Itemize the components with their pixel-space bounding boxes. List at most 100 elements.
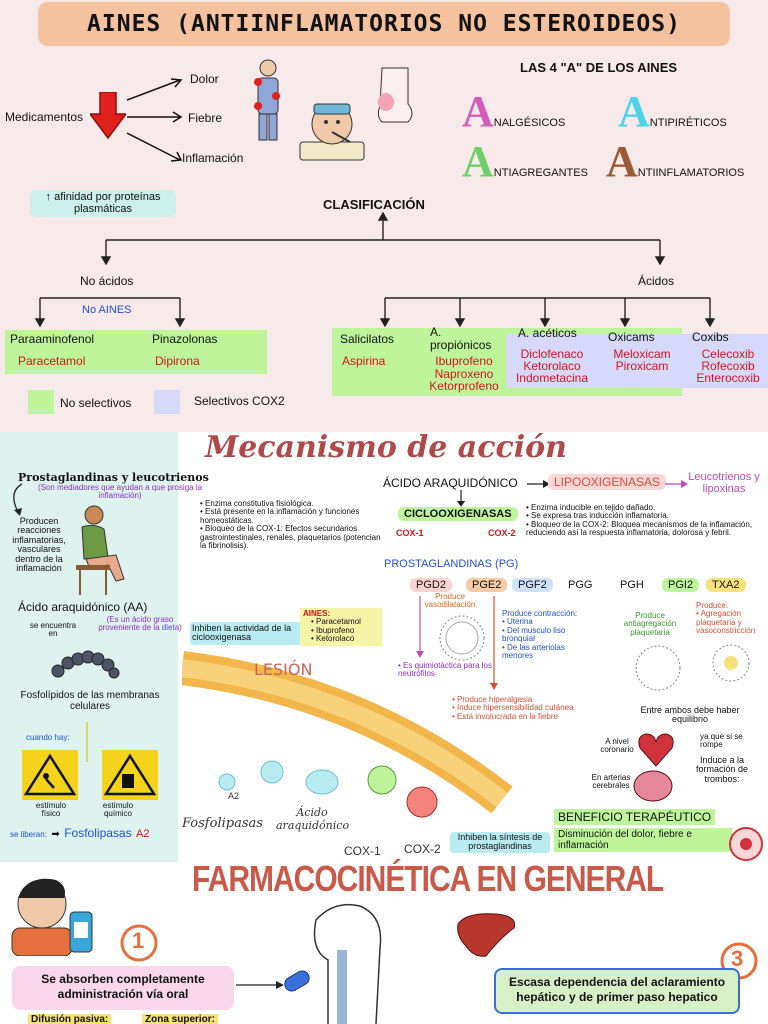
difusion-tag: Difusión pasiva:: [28, 1014, 112, 1024]
aa-label: Ácido araquidónico (AA): [18, 600, 148, 614]
acidos-label: Ácidos: [638, 274, 675, 288]
fosfolipasas-label: Fosfolipasas: [64, 826, 132, 840]
yellow-arrow-line: [86, 722, 88, 762]
a-rest: NTIPIRÉTICOS: [649, 117, 727, 129]
step-1-badge: [120, 924, 158, 962]
classification-tree: [34, 211, 716, 328]
group-coxibs: Coxibs: [692, 330, 729, 344]
drug-paracetamol: Paracetamol: [18, 354, 86, 368]
group-propionicos: A. propiónicos: [430, 325, 492, 352]
pgf2: PGF2: [512, 578, 553, 592]
heart-icon: [638, 733, 674, 767]
chemical-stimulus-icon: [102, 750, 158, 800]
a-rest: NALGÉSICOS: [493, 117, 566, 129]
cox1-node: COX-1: [396, 528, 424, 538]
a-analgesicos: ANALGÉSICOS: [462, 90, 565, 134]
cox1-note: Bloqueo de la COX-1: Efectos secundarios…: [200, 524, 386, 550]
curved-arrow-icon: [13, 483, 23, 516]
arrow-down-icon: [490, 596, 498, 690]
pge2-vaso: Produce vasodilatación: [424, 592, 476, 610]
hepatic-box: Escasa dependencia del aclaramiento hepá…: [494, 968, 740, 1014]
brain-icon: [633, 770, 673, 802]
cox2-note: Bloqueo de la COX-2: Bloquea mecanismos …: [526, 520, 764, 538]
pgd2: PGD2: [410, 578, 452, 592]
rompe-text: ya que si se rompe: [700, 732, 743, 750]
arrow-right-icon: [236, 981, 284, 989]
aa-note: (Es un ácido graso proveniente de la die…: [98, 615, 182, 633]
cox2-note: Enzima inducible en tejido dañado.: [526, 503, 764, 512]
cox2-membrane-label: COX-2: [404, 842, 441, 856]
aines-item: Paracetamol: [311, 617, 379, 626]
beneficio-title: BENEFICIO TERAPÉUTICO: [554, 809, 716, 825]
aines-item: Ketorolaco: [311, 634, 379, 643]
fosfolipasas-label: Fosfolipasas: [182, 816, 263, 831]
arrow-down-icon: [416, 596, 424, 658]
beneficio-box: BENEFICIO TERAPÉUTICO Disminución del do…: [554, 808, 732, 856]
pgf2-item: Del musculo liso bronquial: [502, 626, 594, 644]
inhiben-sintesis: Inhiben la síntesis de prostaglandinas: [450, 832, 550, 853]
txa2-item: Agregación plaquetaria y vasoconstricció…: [696, 610, 768, 635]
down-arrow-icon: [90, 92, 126, 140]
a-rest: NTIAGREGANTES: [493, 167, 588, 179]
fosfolipidos-label: Fosfolípidos de las membranas celulares: [20, 690, 160, 712]
liberan-text: se liberan:: [10, 830, 47, 839]
liver-icon: [457, 913, 516, 957]
phospholipid-icon: [51, 650, 120, 679]
txa2: TXA2: [706, 578, 746, 592]
pge2-item: Induce hipersensibilidad cutánea: [452, 703, 612, 712]
pgf2-item: Uterina: [502, 617, 594, 626]
digestive-tract-icon: [284, 903, 382, 1024]
cox2-note: Se expresa tras inducción inflamatoria.: [526, 511, 764, 520]
pge2-item: Produce hiperalgesia: [452, 695, 612, 704]
drug-dipirona: Dipirona: [155, 354, 200, 368]
acido-label: Ácido araquidónico: [276, 806, 350, 832]
pgf2-item: De las arteriolas menores: [502, 643, 594, 661]
equilibrio-text: Entre ambos debe haber equilibrio: [640, 705, 740, 725]
no-acidos-box: [5, 330, 267, 374]
bullet: •: [398, 661, 404, 670]
cell-icon: [635, 645, 681, 691]
physical-stimulus-icon: [22, 750, 78, 800]
pgf2-box: Produce contracción: Uterina Del musculo…: [502, 609, 594, 661]
affinity-note: ↑ afinidad por proteínas plasmáticas: [30, 190, 176, 218]
cox2-node: COX-2: [488, 528, 516, 538]
classification-title: CLASIFICACIÓN: [323, 197, 425, 212]
aines-label: AINES:: [303, 609, 331, 618]
arrow-right-icon: [527, 480, 550, 488]
a-antiinflamatorios: ANTIINFLAMATORIOS: [606, 140, 744, 184]
no-acidos-label: No ácidos: [80, 274, 134, 288]
pge2-list: Produce hiperalgesia Induce hipersensibi…: [452, 695, 612, 721]
sitting-person-icon: [76, 505, 125, 595]
no-aines-label: No AINES: [82, 304, 132, 316]
arrow-right-icon: [665, 480, 688, 488]
group-pinazolonas: Pinazolonas: [152, 332, 218, 346]
effect-arrows: [126, 78, 183, 162]
mechanism-title: Mecanismo de acción: [205, 430, 567, 465]
membrane-a2-label: A2: [228, 791, 240, 801]
pgd2-note: • Es quimiotáctica para los neutrófilos: [398, 661, 498, 679]
found-text: se encuentra en: [29, 621, 77, 639]
group-paraaminofenol: Paraaminofenol: [10, 332, 95, 346]
a-antipireticos: ANTIPIRÉTICOS: [618, 90, 727, 134]
liberan-line: se liberan: ➡ Fosfolipasas A2: [10, 824, 150, 842]
pg-node: PROSTAGLANDINAS (PG): [384, 558, 519, 570]
pgi2: PGI2: [662, 578, 700, 592]
beneficio-text: Disminución del dolor, fiebre e inflamac…: [554, 828, 732, 852]
legend-swatch-lavender: [154, 390, 180, 414]
drug-oxicams: Meloxicam Piroxicam: [613, 347, 671, 374]
group-aceticos: A. acéticos: [518, 326, 577, 340]
lipoxigenasas-node: LIPOOXIGENASAS: [548, 474, 667, 490]
letter-a: A: [606, 137, 638, 186]
absorb-box: Se absorben completamente administración…: [12, 966, 234, 1010]
legend-swatch-green: [28, 390, 54, 414]
medicamentos-label: Medicamentos: [5, 110, 84, 124]
produce-text: Producen reacciones inflamatorias, vascu…: [12, 516, 66, 574]
pgf2-title: Produce contracción:: [502, 609, 578, 618]
cuando-hay: cuando hay:: [26, 733, 70, 742]
a-antiagregantes: ANTIAGREGANTES: [462, 140, 588, 184]
fisico-label: estímulo físico: [35, 801, 67, 819]
cox1-notes: Enzima constitutiva fisiológica. Está pr…: [200, 499, 386, 550]
letter-a: A: [462, 87, 494, 136]
a-rest: NTIINFLAMATORIOS: [637, 167, 745, 179]
inhiben-cox: Inhiben la actividad de la ciclooxigenas…: [190, 622, 302, 645]
